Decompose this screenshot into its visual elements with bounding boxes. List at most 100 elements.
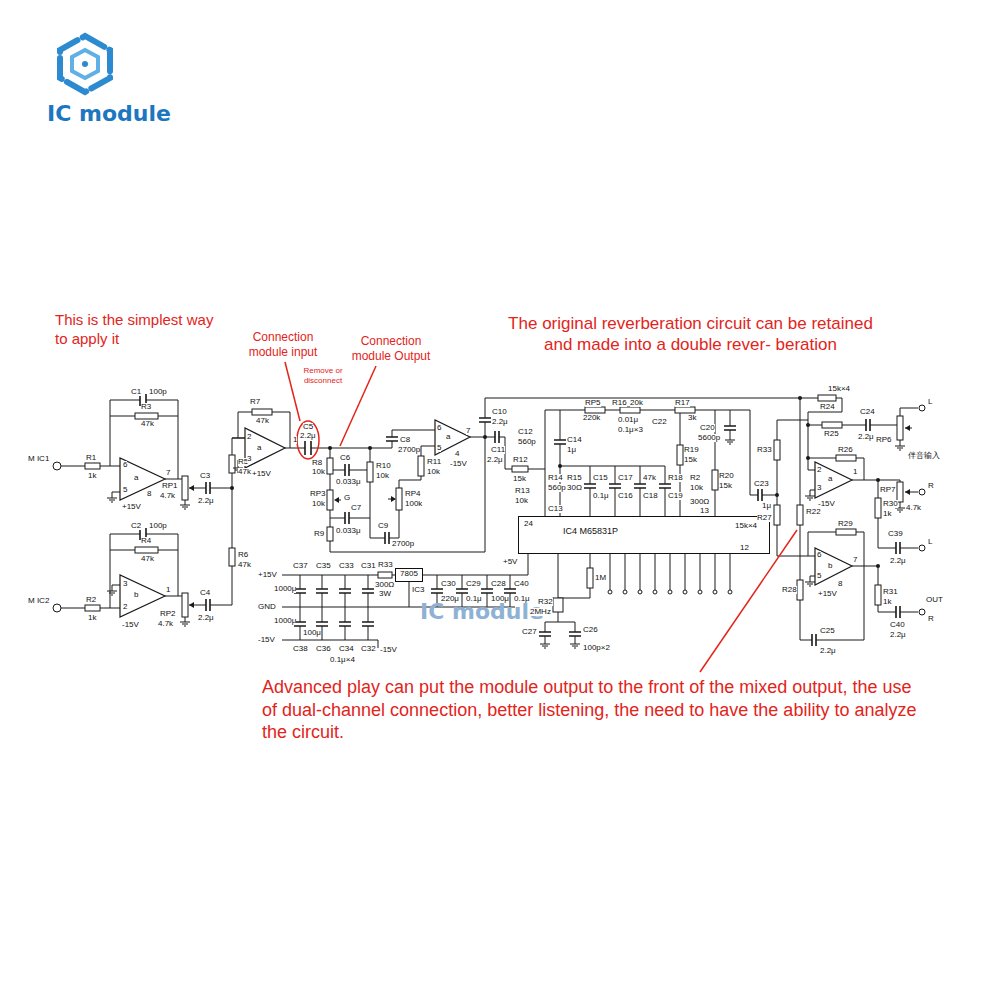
component-label: OUT	[926, 596, 943, 604]
resistor-symbol	[677, 445, 683, 465]
resistor-symbol	[229, 455, 235, 473]
terminal-symbol	[53, 405, 925, 615]
component-label: 220k	[583, 414, 600, 422]
resistor-symbol	[797, 580, 803, 600]
component-label: 4.7k	[160, 492, 175, 500]
component-label: R22	[806, 508, 821, 516]
resistor-symbol	[85, 463, 100, 469]
component-label: RP3	[310, 490, 326, 498]
component-label: 1000μ	[274, 585, 296, 593]
component-label: 10k	[515, 497, 528, 505]
component-label: C9	[378, 522, 388, 530]
component-label: 2	[247, 433, 251, 441]
component-label: 3	[247, 455, 251, 463]
component-label: C40	[514, 580, 529, 588]
logo-icon	[72, 50, 98, 78]
component-label: C19	[668, 492, 683, 500]
component-label: 4.7k	[906, 504, 921, 512]
component-label: C20	[700, 424, 715, 432]
component-label: C6	[340, 454, 350, 462]
wire	[470, 398, 818, 469]
component-label: RP1	[162, 482, 178, 490]
component-label: C7	[351, 504, 361, 512]
resistor-symbol	[378, 572, 392, 578]
terminal-symbol	[728, 590, 732, 594]
resistor-symbol	[712, 470, 718, 490]
component-label: 6	[437, 424, 441, 432]
logo-icon	[60, 36, 110, 92]
component-label: 2.2μ	[198, 497, 214, 505]
junction-dot	[806, 423, 810, 427]
component-label: 3W	[379, 590, 391, 598]
component-label: a	[446, 433, 450, 441]
component-label: C36	[316, 645, 331, 653]
resistor-symbol	[396, 488, 402, 510]
component-label: C39	[888, 530, 903, 538]
component-label: 1k	[883, 598, 891, 606]
component-label: 100p	[149, 388, 167, 396]
component-label: L	[928, 538, 932, 546]
resistor-symbol	[85, 605, 100, 611]
junction-dot	[876, 478, 880, 482]
component-label: R2	[690, 474, 700, 482]
component-label: R17	[675, 399, 690, 407]
component-label: C13	[548, 505, 563, 513]
component-label: R4	[141, 537, 151, 545]
component-label: 1k	[883, 510, 891, 518]
terminal-symbol	[668, 590, 672, 594]
component-label: C40	[890, 621, 905, 629]
component-label: R11	[427, 458, 441, 466]
component-label: 2.2μ	[487, 456, 503, 464]
component-label: R26	[838, 446, 853, 454]
component-label: 1	[166, 586, 170, 594]
resistor-symbol	[585, 407, 605, 413]
junction-dot	[230, 396, 880, 568]
component-label: C14	[567, 436, 582, 444]
annotation-note: This is the simplest way to apply it	[55, 311, 225, 349]
junction-dot	[806, 456, 810, 460]
component-label: 8	[147, 490, 151, 498]
resistor-symbol	[182, 476, 188, 500]
component-label: R8	[312, 459, 322, 467]
resistor-symbol	[367, 462, 373, 482]
annotation-note: Connection module input	[237, 330, 329, 360]
component-label: C38	[293, 645, 308, 653]
annotation-mark	[285, 362, 797, 672]
component-label: +15V	[122, 503, 141, 511]
component-label: 15k	[513, 475, 526, 483]
component-label: 10k	[312, 468, 325, 476]
component-label: 1μ	[762, 502, 771, 510]
wire	[330, 437, 485, 552]
junction-dot	[798, 396, 802, 400]
component-label: 10k	[427, 468, 440, 476]
wire	[545, 410, 777, 516]
resistor-symbol	[327, 458, 333, 474]
component-label: 100p	[149, 522, 167, 530]
component-label: R15	[567, 474, 582, 482]
component-label: R28	[782, 586, 797, 594]
wire	[370, 446, 435, 538]
component-label: R31	[883, 588, 898, 596]
component-label: C4	[200, 589, 210, 597]
component-label: 3	[123, 580, 127, 588]
component-label: C33	[339, 562, 354, 570]
component-label: 2.2μ	[890, 631, 906, 639]
resistor-symbol	[836, 455, 856, 461]
component-label: 3	[817, 484, 821, 492]
op-amp-symbol	[815, 462, 852, 498]
component-label: G	[344, 494, 350, 502]
component-label: 1k	[88, 614, 96, 622]
component-label: C23	[754, 480, 769, 488]
component-label: -15V	[122, 621, 139, 629]
resistor-symbol	[774, 505, 780, 525]
component-label: R27	[757, 514, 772, 522]
component-label: R18	[668, 474, 683, 482]
component-label: 24	[524, 520, 533, 528]
component-label: C31	[361, 562, 376, 570]
component-label: C16	[618, 492, 633, 500]
component-label: C32	[361, 645, 376, 653]
component-label: -15V	[450, 460, 467, 468]
component-label: 5600p	[698, 434, 720, 442]
component-label: -15V	[380, 646, 397, 654]
component-label: R24	[820, 403, 835, 411]
